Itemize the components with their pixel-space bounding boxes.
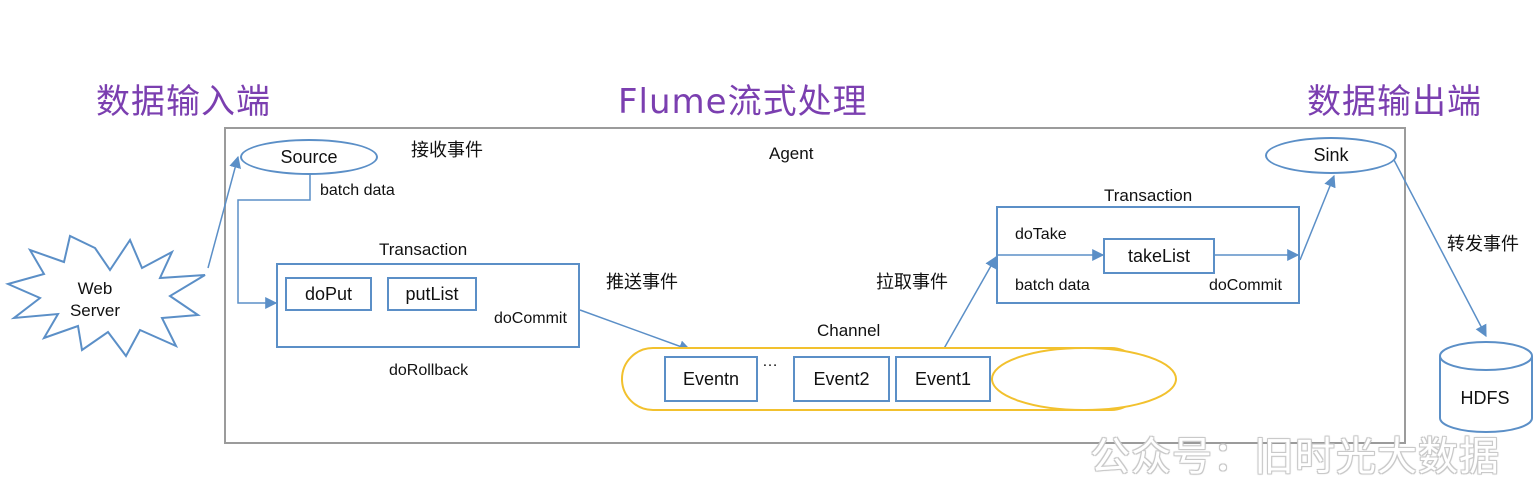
pull-events-label: 拉取事件 <box>876 272 948 292</box>
web-server-line1: Web <box>77 279 113 298</box>
event-2-box: Event2 <box>793 356 890 402</box>
take-transaction-box <box>996 206 1300 304</box>
do-take-label: doTake <box>1015 226 1067 243</box>
event-1-box: Event1 <box>895 356 991 402</box>
output-side-heading: 数据输出端 <box>1307 82 1482 122</box>
watermark: 公众号：旧时光大数据 <box>1090 434 1500 480</box>
event-1-label: Event1 <box>914 368 972 389</box>
put-transaction-title: Transaction <box>379 240 468 259</box>
put-do-commit-label: doCommit <box>494 310 567 327</box>
sink-node: Sink <box>1265 137 1397 174</box>
source-label: Source <box>280 146 338 167</box>
channel-ellipsis: … <box>762 353 778 370</box>
sink-label: Sink <box>1313 145 1349 165</box>
forward-events-label: 转发事件 <box>1447 234 1519 254</box>
take-batch-data-label: batch data <box>1015 277 1090 294</box>
source-node: Source <box>240 139 378 175</box>
input-side-heading: 数据输入端 <box>96 82 271 122</box>
hdfs-label: HDFS <box>1460 388 1510 408</box>
put-list-box: putList <box>387 277 477 311</box>
receive-events-label: 接收事件 <box>411 140 483 160</box>
web-server-line2: Server <box>69 301 121 320</box>
take-list-label: takeList <box>1127 245 1191 266</box>
put-list-label: putList <box>405 283 459 304</box>
agent-label: Agent <box>769 144 814 163</box>
take-transaction-title: Transaction <box>1104 186 1193 205</box>
channel-label: Channel <box>817 321 881 340</box>
do-rollback-label: doRollback <box>389 362 469 379</box>
do-put-label: doPut <box>304 283 353 304</box>
push-events-label: 推送事件 <box>606 272 678 292</box>
web-server: Web Server <box>40 278 150 322</box>
event-2-label: Event2 <box>813 368 870 389</box>
event-n-label: Eventn <box>682 368 740 389</box>
do-put-box: doPut <box>285 277 372 311</box>
take-list-box: takeList <box>1103 238 1215 274</box>
flume-heading: Flume流式处理 <box>618 82 868 122</box>
source-batch-data-label: batch data <box>320 182 395 199</box>
event-n-box: Eventn <box>664 356 758 402</box>
take-do-commit-label: doCommit <box>1209 277 1282 294</box>
